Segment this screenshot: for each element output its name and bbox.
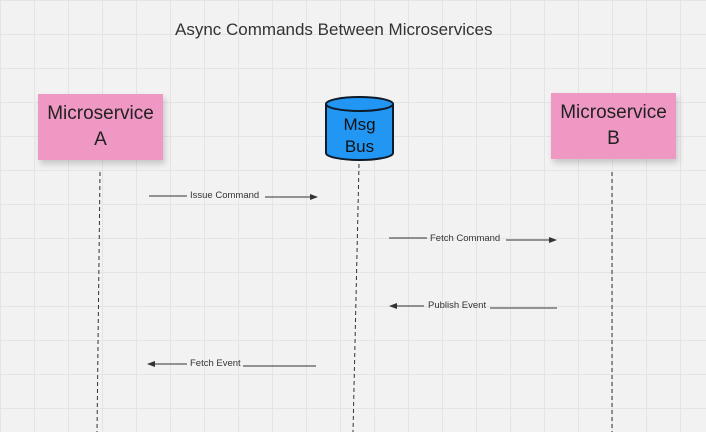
message-label-issue-command: Issue Command — [190, 190, 260, 201]
lifeline-a — [96, 171, 101, 432]
lifeline-bus — [352, 163, 360, 432]
arrow-fetch-command[interactable] — [389, 237, 557, 243]
arrow-publish-event[interactable] — [389, 303, 557, 309]
message-label-fetch-event: Fetch Event — [190, 358, 241, 369]
arrow-issue-command[interactable] — [149, 194, 318, 200]
arrow-fetch-event[interactable] — [147, 361, 316, 367]
message-label-publish-event: Publish Event — [428, 300, 487, 311]
microservice-b-note[interactable]: Microservice B — [551, 93, 676, 159]
microservice-b-label: Microservice B — [560, 102, 667, 149]
message-label-fetch-command: Fetch Command — [430, 233, 501, 244]
microservice-a-note[interactable]: Microservice A — [38, 94, 163, 160]
diagram-title: Async Commands Between Microservices — [175, 20, 493, 39]
msg-bus-cylinder[interactable] — [325, 96, 394, 161]
msg-bus-label: Msg Bus — [343, 115, 376, 156]
microservice-a-label: Microservice A — [47, 103, 154, 150]
